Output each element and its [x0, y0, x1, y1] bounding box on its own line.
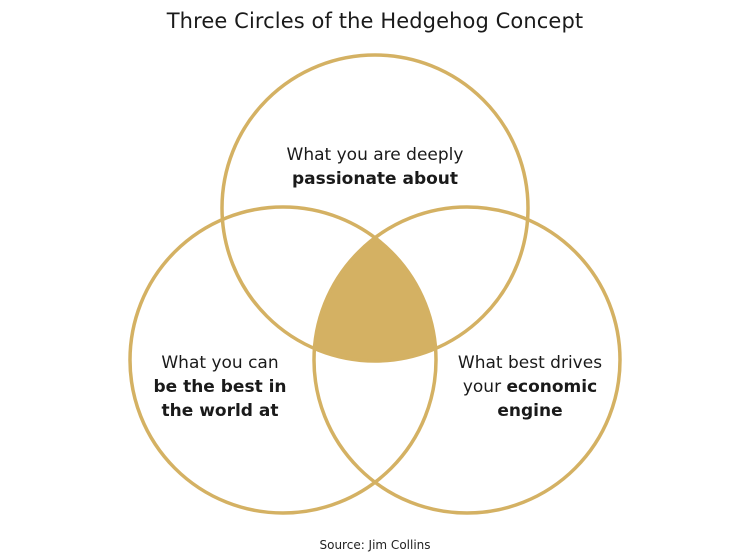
label-best-line1: What you can: [161, 353, 279, 373]
center-intersection: [314, 207, 436, 361]
source-credit: Source: Jim Collins: [319, 538, 431, 552]
circle-best-in-world: [128, 205, 438, 515]
label-best-in-world: What you can be the best in the world at: [135, 351, 305, 423]
label-passion-line1: What you are deeply: [286, 145, 464, 165]
label-engine-line2-plain: your: [462, 377, 507, 397]
label-economic-engine: What best drives your economic engine: [425, 351, 635, 423]
label-engine-line2-bold: economic: [506, 377, 598, 397]
label-passion-bold: passionate about: [291, 169, 459, 189]
label-engine-line1: What best drives: [457, 353, 603, 373]
circle-economic-engine: [312, 205, 622, 515]
label-best-bold1: be the best in: [153, 377, 287, 397]
label-passion: What you are deeply passionate about: [235, 143, 515, 191]
label-engine-bold: engine: [497, 401, 563, 421]
circle-passion: [220, 53, 530, 363]
label-best-bold2: the world at: [161, 401, 279, 421]
diagram-title: Three Circles of the Hedgehog Concept: [166, 9, 584, 33]
